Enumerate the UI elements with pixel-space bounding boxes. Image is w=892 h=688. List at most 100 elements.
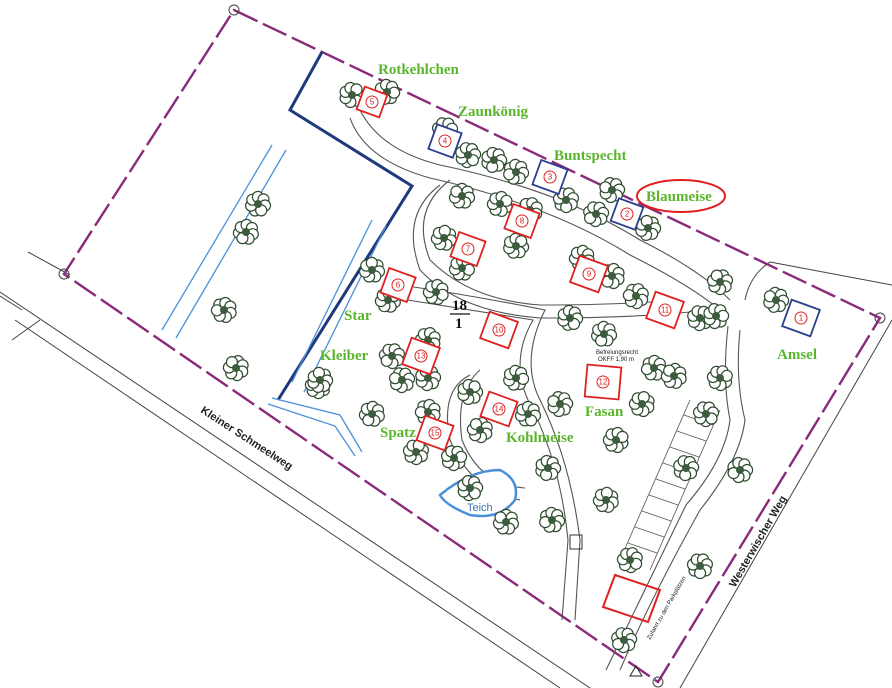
hut-1[interactable]: 1 (780, 298, 822, 338)
street-kleiner-schmeelweg: Kleiner Schmeelweg (198, 404, 294, 472)
tree-icon (358, 400, 385, 427)
tree-icon (232, 218, 259, 245)
hut-5[interactable]: 5 (355, 85, 389, 119)
tree-icon (514, 400, 542, 427)
tree-icon (503, 364, 530, 391)
tree-icon (448, 254, 475, 281)
tree-icon (378, 343, 405, 370)
hut-14[interactable]: 14 (479, 390, 519, 428)
label-spatz: Spatz (380, 425, 416, 441)
tree-icon (448, 182, 476, 209)
field-boundary (276, 51, 415, 401)
trees-group (210, 78, 790, 654)
svg-text:14: 14 (495, 405, 504, 414)
highlight-ellipse (636, 179, 726, 213)
tree-icon (486, 190, 513, 217)
hut-8[interactable]: 8 (503, 202, 541, 240)
label-kohlmeise: Kohlmeise (506, 430, 574, 446)
hut-12[interactable]: 12 (583, 363, 623, 401)
svg-text:8: 8 (520, 217, 525, 226)
tree-icon (635, 214, 662, 241)
hut-9[interactable]: 9 (568, 254, 610, 294)
hut-7[interactable]: 7 (449, 230, 487, 268)
hut-13[interactable]: 13 (400, 336, 442, 376)
svg-text:4: 4 (443, 137, 448, 146)
tree-icon (673, 455, 700, 482)
svg-text:1: 1 (799, 314, 804, 323)
street-lines (0, 251, 892, 688)
bench-icon (569, 534, 583, 550)
tree-icon (539, 506, 566, 533)
svg-text:12: 12 (599, 378, 608, 387)
hut-11[interactable]: 11 (644, 290, 686, 330)
street-westerwischer-weg: Westerwischer Weg (727, 494, 789, 590)
note-line-2: OKFF 1,90 m (598, 357, 634, 363)
tree-icon (557, 304, 584, 331)
tree-icon (703, 303, 730, 330)
tree-icon (339, 81, 366, 109)
tree-icon (210, 296, 237, 323)
tree-icon (457, 378, 484, 405)
tree-icon (503, 158, 530, 185)
tree-icon (245, 190, 272, 217)
tree-icon (592, 486, 619, 513)
tree-icon (599, 177, 626, 204)
tree-icon (466, 417, 493, 444)
svg-text:1: 1 (455, 316, 463, 332)
svg-text:11: 11 (661, 306, 670, 315)
pond-label: Teich (467, 502, 493, 514)
building-bottom (601, 573, 662, 624)
svg-text:13: 13 (417, 352, 426, 361)
label-star: Star (344, 308, 372, 324)
tree-icon (455, 142, 482, 169)
tree-icon (727, 456, 754, 484)
tree-icon (457, 475, 484, 502)
hut-6[interactable]: 6 (379, 266, 417, 304)
label-rotkehlchen: Rotkehlchen (378, 62, 459, 78)
tree-icon (622, 283, 649, 310)
svg-text:10: 10 (495, 326, 504, 335)
tree-icon (763, 286, 790, 313)
svg-text:7: 7 (466, 245, 471, 254)
note-line-1: Befreiungsrecht (596, 350, 638, 356)
tree-icon (430, 224, 457, 251)
tree-icon (222, 355, 249, 382)
north-arrow-icon (629, 665, 643, 677)
hut-10[interactable]: 10 (478, 310, 520, 350)
tree-icon (611, 627, 638, 654)
tree-icon (359, 256, 386, 283)
property-boundary (62, 8, 882, 684)
label-kleiber: Kleiber (320, 348, 369, 364)
plot-number: 18 1 (450, 298, 470, 332)
tree-icon (706, 365, 733, 392)
hut-15[interactable]: 15 (415, 414, 455, 452)
tree-icon (414, 398, 441, 425)
tree-icon (535, 454, 562, 481)
tree-icon (422, 278, 449, 305)
ditches (161, 144, 387, 457)
svg-text:15: 15 (431, 429, 440, 438)
tree-icon (660, 362, 687, 389)
hut-3[interactable]: 3 (531, 158, 569, 196)
tree-icon (441, 445, 468, 472)
label-fasan: Fasan (585, 404, 624, 420)
svg-text:2: 2 (625, 210, 630, 219)
svg-text:5: 5 (370, 98, 375, 107)
svg-text:18: 18 (452, 298, 467, 314)
hut-2[interactable]: 2 (609, 197, 645, 231)
tree-icon (692, 401, 720, 428)
tree-icon (307, 366, 334, 393)
svg-text:3: 3 (548, 173, 553, 182)
tree-icon (481, 146, 508, 173)
label-zaunkoenig: Zaunkönig (458, 104, 529, 120)
tree-icon (590, 320, 618, 347)
tree-icon (552, 187, 580, 214)
tree-icon (628, 391, 655, 418)
boundary-markers (58, 4, 886, 688)
tree-icon (616, 547, 643, 574)
label-buntspecht: Buntspecht (554, 148, 627, 164)
svg-text:9: 9 (587, 270, 592, 279)
tree-icon (389, 367, 416, 394)
hut-4[interactable]: 4 (427, 123, 463, 159)
